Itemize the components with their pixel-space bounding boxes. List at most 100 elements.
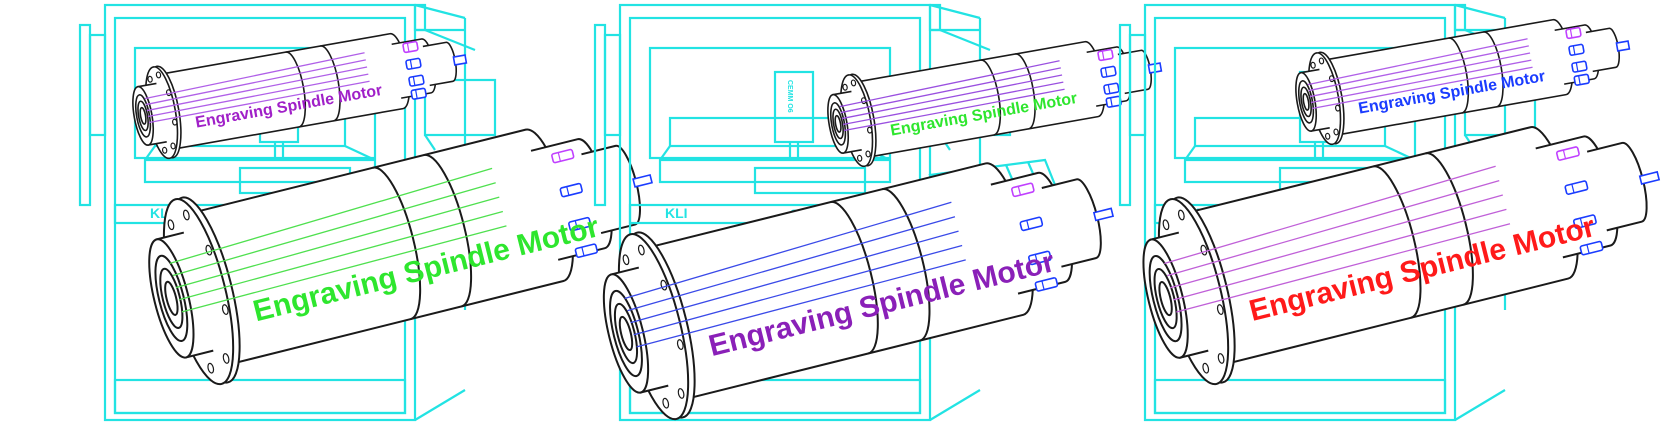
motor-shaft bbox=[834, 114, 842, 133]
motor-decor-line bbox=[178, 210, 504, 301]
cable-fitting-ridge bbox=[1026, 220, 1030, 230]
frame-top-slant bbox=[929, 3, 981, 20]
motor-decor-line bbox=[181, 225, 507, 313]
frame-bracket-left bbox=[1128, 33, 1147, 137]
motor-decor-line bbox=[175, 196, 500, 289]
motor-decor-line bbox=[839, 60, 1060, 108]
cable-fitting-ridge bbox=[1579, 218, 1584, 228]
flange-bolt-hole bbox=[850, 79, 857, 87]
motor-decor-line bbox=[630, 230, 959, 324]
machine-bed bbox=[658, 158, 892, 184]
cable-fitting bbox=[1572, 214, 1597, 230]
motor-decor-line bbox=[147, 73, 369, 118]
motor-decor-line bbox=[1310, 59, 1532, 104]
cable-fitting-ridge bbox=[566, 186, 570, 196]
cable-fitting-ridge bbox=[412, 76, 416, 86]
machine-head-plate: CEMM O6 bbox=[786, 80, 793, 113]
machine-head bbox=[773, 70, 815, 144]
motor-shaft bbox=[1158, 281, 1173, 317]
flange-bolt-hole bbox=[867, 126, 873, 134]
frame-bottom-rail bbox=[628, 378, 922, 415]
motor-decor-line bbox=[1308, 45, 1529, 92]
flange-bolt-hole bbox=[172, 118, 178, 126]
cable-fitting-ridge bbox=[1041, 280, 1045, 290]
cable-fitting bbox=[405, 57, 422, 70]
flange-bolt-hole bbox=[1177, 209, 1185, 221]
motor-band-1 bbox=[882, 188, 931, 342]
flange-bolt-hole bbox=[637, 244, 645, 256]
cable-fitting bbox=[1564, 180, 1589, 195]
flange-bolt-hole bbox=[622, 254, 630, 266]
cable-fitting-ridge bbox=[1578, 75, 1581, 85]
flange-bolt-hole bbox=[1324, 132, 1331, 140]
motor-band-0 bbox=[980, 59, 1002, 136]
cable-fitting bbox=[1034, 277, 1059, 292]
cable-fitting-ridge bbox=[415, 89, 418, 99]
cable-fitting bbox=[559, 182, 583, 198]
cable-fitting-ridge bbox=[1017, 186, 1022, 196]
machine-base-block bbox=[753, 166, 867, 195]
flange-bolt-hole bbox=[170, 142, 176, 150]
motor-decor-line bbox=[842, 81, 1064, 126]
cable-fitting bbox=[574, 243, 598, 258]
motor-shaft bbox=[618, 315, 634, 352]
motor-decor-line bbox=[146, 66, 368, 112]
small-spindle-motor: Engraving Spindle Motor bbox=[827, 40, 1163, 168]
frame-top-tab bbox=[928, 3, 942, 32]
cable-fitting-ridge bbox=[574, 220, 578, 230]
flange-bolt-hole bbox=[856, 154, 863, 162]
flange-bolt-hole bbox=[222, 353, 230, 364]
cable-fitting-ridge bbox=[1562, 149, 1567, 159]
motor-decor-line bbox=[636, 259, 966, 348]
cable-fitting bbox=[408, 74, 425, 87]
flange-bolt-hole bbox=[865, 150, 871, 158]
flange-bolt-hole bbox=[676, 339, 684, 350]
cable-fitting-ridge bbox=[557, 152, 562, 162]
flange-bolt-hole bbox=[1202, 362, 1210, 374]
rear-air-fitting bbox=[632, 173, 653, 188]
motor-band-0 bbox=[1373, 165, 1422, 319]
frame-top-tab bbox=[1453, 3, 1467, 32]
cable-fitting-ridge bbox=[1107, 84, 1111, 94]
flange-bolt-hole bbox=[1216, 304, 1224, 315]
machine-brand-label: KLI bbox=[665, 205, 688, 221]
cable-fitting bbox=[1103, 82, 1120, 95]
motor-decor-line bbox=[148, 80, 370, 124]
motor-decor-line bbox=[1311, 66, 1533, 110]
motor-decor-line bbox=[1173, 208, 1507, 301]
flange-bolt-hole bbox=[1162, 219, 1170, 231]
flange-bolt-hole bbox=[207, 362, 215, 374]
motor-decor-line bbox=[1307, 38, 1528, 86]
motor-decor-line bbox=[627, 216, 956, 312]
motor-band-0 bbox=[830, 200, 879, 355]
motor-decor-line bbox=[1176, 223, 1511, 313]
flange-bolt-hole bbox=[1318, 57, 1325, 65]
frame-foot-slant bbox=[929, 389, 981, 421]
flange-bolt-hole bbox=[147, 75, 153, 83]
motor-decor-line bbox=[144, 52, 365, 100]
frame-foot-slant bbox=[1454, 389, 1506, 421]
cable-fitting bbox=[1100, 65, 1117, 78]
cable-fitting bbox=[402, 40, 419, 54]
cable-fitting-ridge bbox=[409, 59, 413, 69]
cable-fitting-ridge bbox=[1110, 97, 1113, 107]
cable-fitting bbox=[1028, 250, 1052, 266]
cable-fitting bbox=[1571, 60, 1588, 73]
frame-top-tab bbox=[413, 3, 427, 32]
cable-fitting bbox=[1011, 182, 1035, 198]
motor-decor-line bbox=[1309, 52, 1531, 98]
frame-bracket-left bbox=[603, 33, 622, 137]
flange-bolt-hole bbox=[1217, 353, 1225, 364]
cable-fitting bbox=[551, 148, 575, 164]
flange-bolt-hole bbox=[161, 146, 168, 154]
motor-decor-line bbox=[145, 59, 366, 106]
motor-decor-line bbox=[843, 88, 1065, 132]
motor-shaft bbox=[164, 280, 179, 316]
motor-decor-line bbox=[840, 67, 1061, 114]
motor-decor-line bbox=[172, 182, 496, 277]
cable-fitting bbox=[1097, 48, 1114, 62]
frame-top-slant bbox=[1454, 3, 1506, 20]
table-leg-left bbox=[144, 145, 156, 161]
